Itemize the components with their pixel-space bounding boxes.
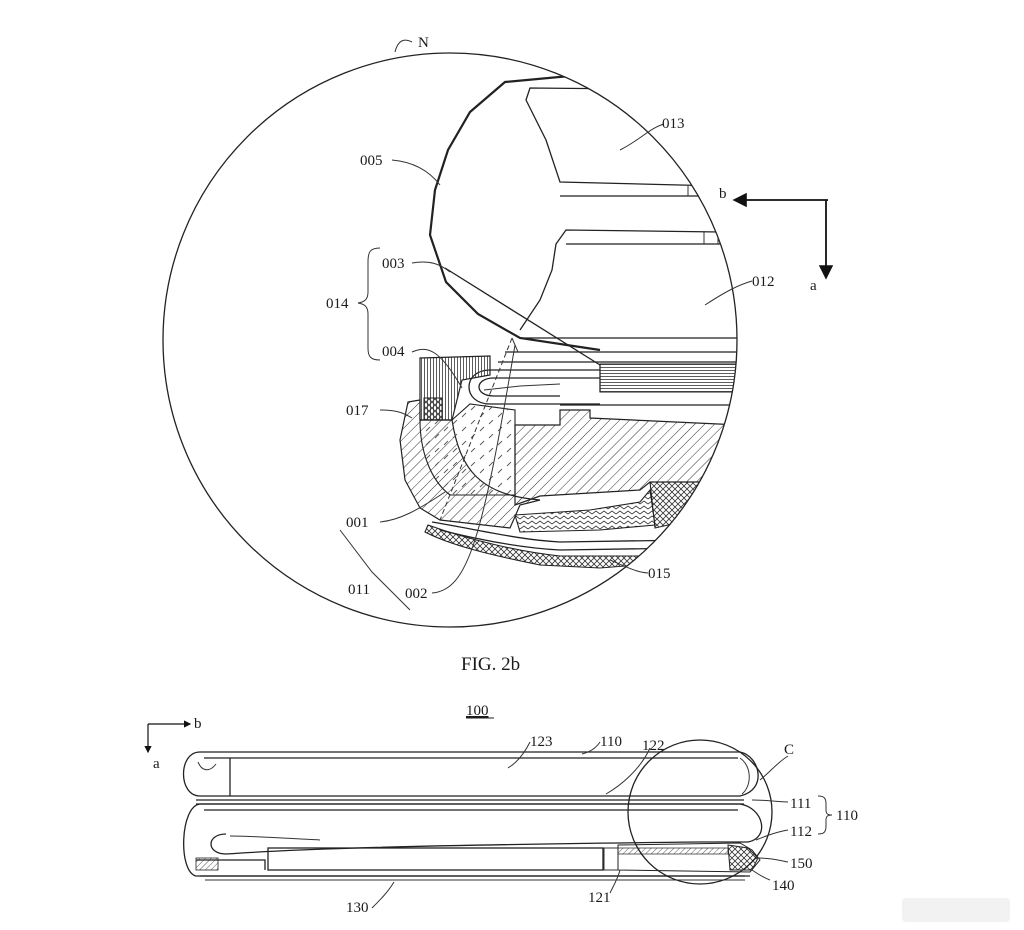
label-122: 122	[642, 738, 665, 754]
detail-circle-c	[627, 739, 773, 885]
label-b-bottom: b	[194, 716, 202, 732]
label-a-top: a	[810, 278, 817, 294]
caption-fig-2b: FIG. 2b	[461, 654, 520, 675]
device-100-view: 100 b a	[144, 703, 858, 916]
label-100: 100	[466, 703, 489, 719]
label-005: 005	[360, 153, 383, 169]
detail-circle	[162, 52, 738, 628]
label-a-bottom: a	[153, 756, 160, 772]
part-150	[727, 844, 759, 871]
label-121: 121	[588, 890, 611, 906]
label-014: 014	[326, 296, 349, 312]
part-013-outline	[525, 87, 737, 187]
label-140: 140	[772, 878, 795, 894]
label-004: 004	[382, 344, 405, 360]
label-110-right: 110	[836, 808, 858, 824]
lower-housing	[200, 803, 763, 843]
hinge-cover-005	[428, 74, 601, 352]
label-012: 012	[752, 274, 775, 290]
label-n: N	[418, 35, 429, 51]
label-017: 017	[346, 403, 369, 419]
label-111: 111	[790, 796, 811, 812]
label-150: 150	[790, 856, 813, 872]
label-002: 002	[405, 586, 428, 602]
label-b-top: b	[719, 186, 727, 202]
watermark-badge	[902, 898, 1010, 922]
detail-view-n: N 013 005 b 003 012 a 014 004 017 001 01…	[162, 35, 834, 675]
label-110-top: 110	[600, 734, 622, 750]
module-130	[267, 847, 604, 871]
label-013: 013	[662, 116, 685, 132]
part-012-outline	[519, 229, 721, 331]
label-123: 123	[530, 734, 553, 750]
teardrop-loop	[210, 833, 740, 855]
label-001: 001	[346, 515, 369, 531]
support-block	[514, 409, 737, 506]
label-c: C	[784, 742, 794, 758]
label-112: 112	[790, 824, 812, 840]
label-011: 011	[348, 582, 370, 598]
label-015: 015	[648, 566, 671, 582]
label-003: 003	[382, 256, 405, 272]
label-130: 130	[346, 900, 369, 916]
upper-housing	[182, 751, 759, 797]
